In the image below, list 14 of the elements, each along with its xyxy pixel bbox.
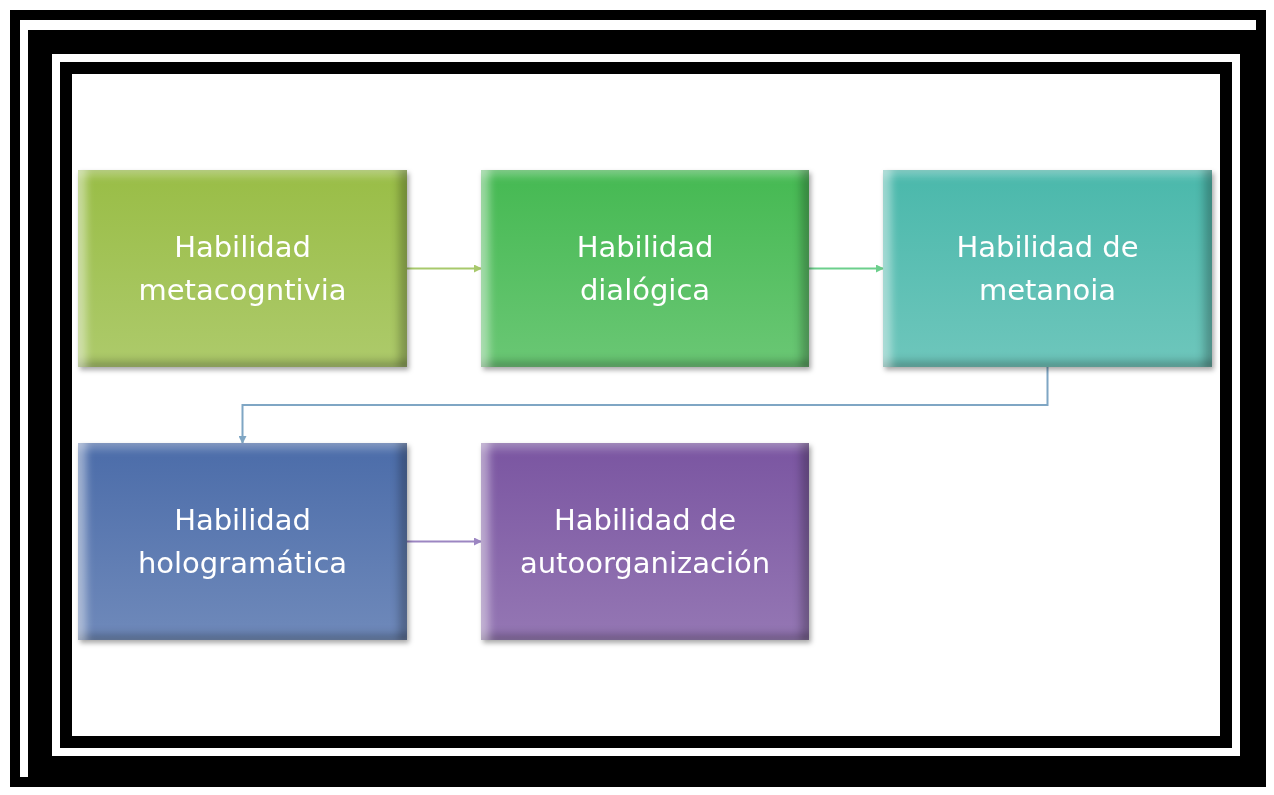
box-label: Habilidad dialógica [575, 229, 715, 309]
process-box [883, 170, 1212, 367]
arrow [406, 264, 482, 273]
box-label: Habilidad de autoorganización [519, 502, 771, 582]
arrow [406, 537, 482, 546]
box-label: Habilidad de metanoia [955, 229, 1140, 309]
process-box [481, 170, 809, 367]
box-label: Habilidad hologramática [137, 502, 348, 582]
box-label: Habilidad metacogntivia [138, 229, 347, 309]
arrow [808, 264, 884, 273]
process-box [78, 443, 407, 640]
process-box [481, 443, 809, 640]
process-box [78, 170, 407, 367]
arrow [238, 366, 1049, 444]
